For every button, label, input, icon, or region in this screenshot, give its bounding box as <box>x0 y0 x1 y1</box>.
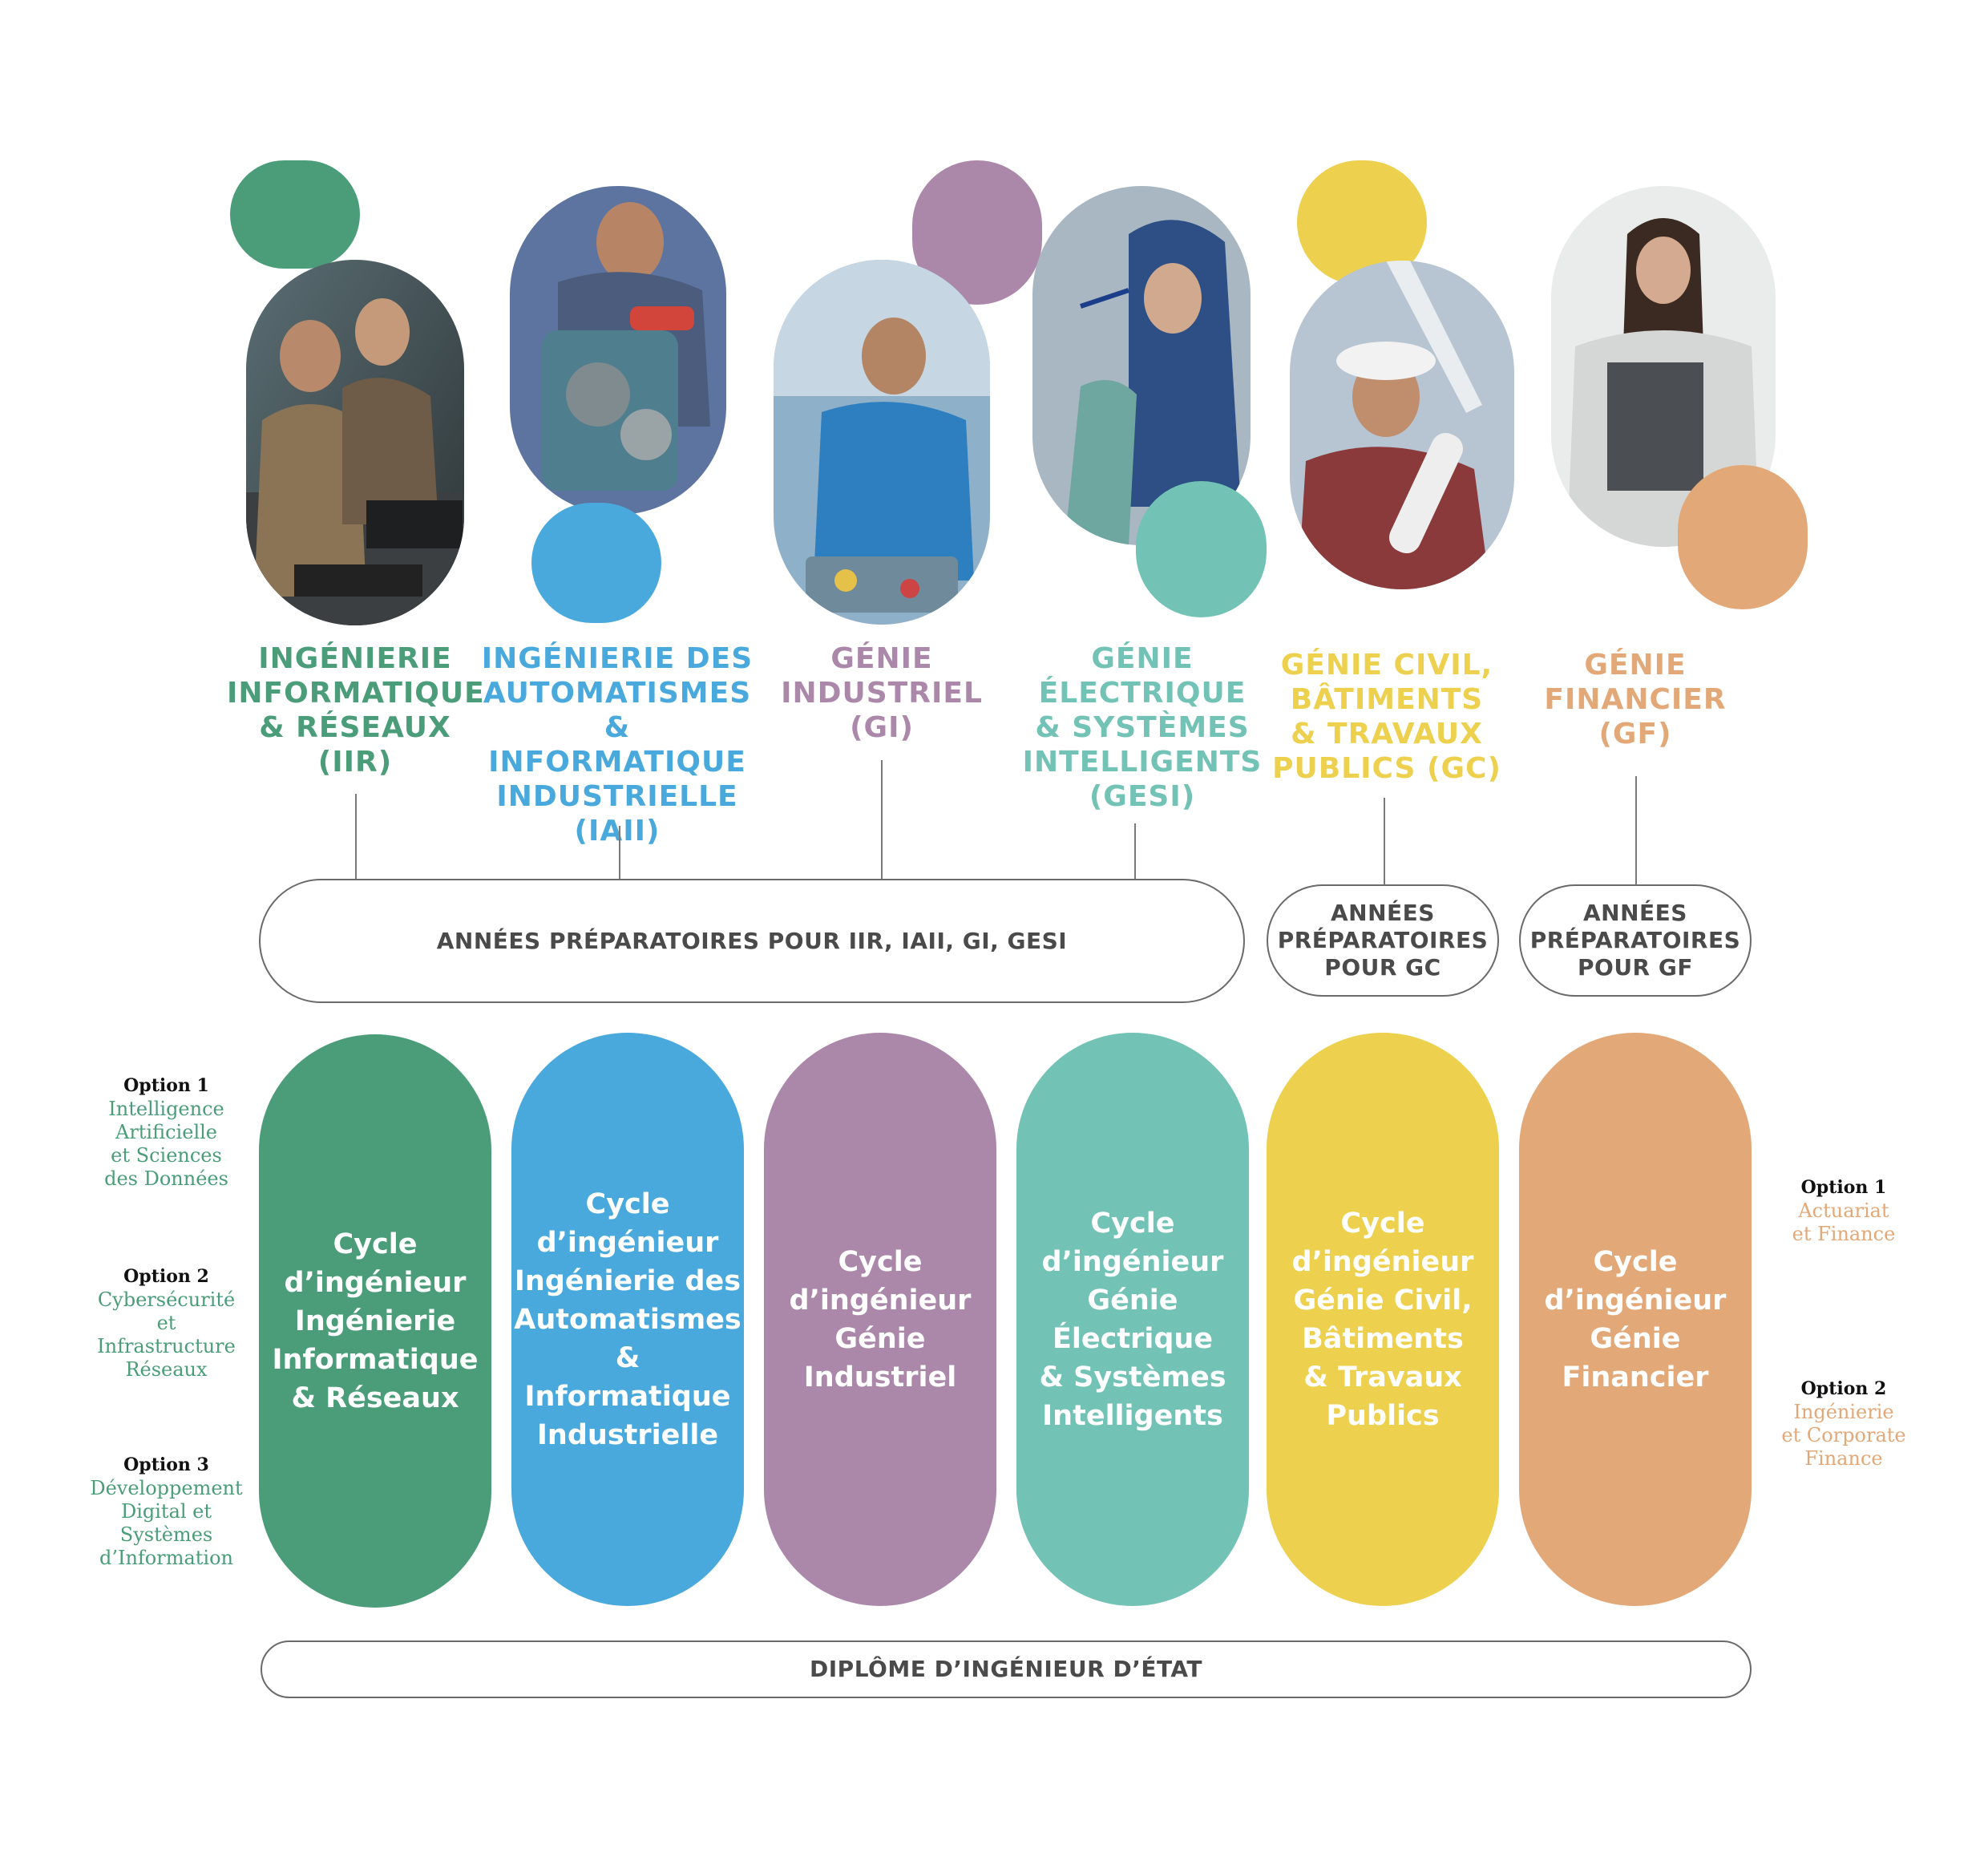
connector-gesi <box>1134 823 1136 879</box>
connector-gf <box>1635 776 1637 884</box>
option-heading: Option 2 <box>1800 1378 1887 1399</box>
program-title-gf: GÉNIE FINANCIER (GF) <box>1544 649 1727 750</box>
cycle-pill-gc: Cycle d’ingénieur Génie Civil, Bâtiments… <box>1267 1033 1499 1606</box>
option-heading: Option 3 <box>123 1454 209 1475</box>
option-heading: Option 1 <box>123 1075 209 1096</box>
gf-accent-blob <box>1678 465 1808 609</box>
iir-option-3: Option 3 Développement Digital et Systèm… <box>80 1454 253 1570</box>
option-heading: Option 2 <box>123 1266 209 1287</box>
option-heading: Option 1 <box>1800 1177 1887 1198</box>
iir-accent-blob <box>230 160 360 269</box>
program-title-gc: GÉNIE CIVIL, BÂTIMENTS & TRAVAUX PUBLICS… <box>1272 649 1501 785</box>
prep-box-gf: ANNÉES PRÉPARATOIRES POUR GF <box>1519 884 1752 997</box>
cycle-pill-gf: Cycle d’ingénieur Génie Financier <box>1519 1033 1752 1606</box>
connector-gi <box>881 760 883 879</box>
gesi-accent-blob <box>1136 481 1267 617</box>
diploma-box: DIPLÔME D’INGÉNIEUR D’ÉTAT <box>261 1640 1752 1698</box>
connector-iir <box>355 794 357 879</box>
student-with-engine-photo <box>510 186 726 515</box>
iaii-accent-blob <box>531 503 661 623</box>
iir-option-1: Option 1 Intelligence Artificielle et Sc… <box>80 1074 253 1191</box>
student-writing-on-glass-photo <box>1032 186 1251 545</box>
cycle-pill-iir: Cycle d’ingénieur Ingénierie Informatiqu… <box>259 1034 491 1608</box>
option-text: Ingénierie et Corporate Finance <box>1781 1401 1906 1470</box>
cycle-pill-iaii: Cycle d’ingénieur Ingénierie des Automat… <box>511 1033 744 1606</box>
student-with-robot-kit-photo <box>774 260 990 625</box>
program-title-iir: INGÉNIERIE INFORMATIQUE & RÉSEAUX (IIR) <box>227 642 485 779</box>
option-text: Actuariat et Finance <box>1792 1199 1896 1245</box>
prep-box-gc: ANNÉES PRÉPARATOIRES POUR GC <box>1267 884 1499 997</box>
program-title-gesi: GÉNIE ÉLECTRIQUE & SYSTÈMES INTELLIGENTS… <box>1022 642 1263 813</box>
cycle-pill-gi: Cycle d’ingénieur Génie Industriel <box>764 1033 996 1606</box>
gf-option-1: Option 1 Actuariat et Finance <box>1772 1176 1916 1246</box>
program-title-gi: GÉNIE INDUSTRIEL (GI) <box>781 642 983 744</box>
engineer-with-hard-hat-photo <box>1290 261 1514 589</box>
option-text: Développement Digital et Systèmes d’Info… <box>90 1477 243 1569</box>
connector-gc <box>1384 798 1385 884</box>
iir-option-2: Option 2 Cybersécurité et Infrastructure… <box>80 1265 253 1382</box>
program-title-iaii: INGÉNIERIE DES AUTOMATISMES & INFORMATIQ… <box>481 642 754 848</box>
prep-box-main: ANNÉES PRÉPARATOIRES POUR IIR, IAII, GI,… <box>259 879 1245 1003</box>
connector-iaii <box>619 826 620 879</box>
gf-option-2: Option 2 Ingénierie et Corporate Finance <box>1764 1377 1924 1471</box>
option-text: Intelligence Artificielle et Sciences de… <box>104 1098 228 1190</box>
option-text: Cybersécurité et Infrastructure Réseaux <box>97 1288 236 1381</box>
woman-with-folder-photo <box>1551 186 1776 547</box>
cycle-pill-gesi: Cycle d’ingénieur Génie Électrique & Sys… <box>1016 1033 1249 1606</box>
students-at-computer-photo <box>246 260 464 625</box>
